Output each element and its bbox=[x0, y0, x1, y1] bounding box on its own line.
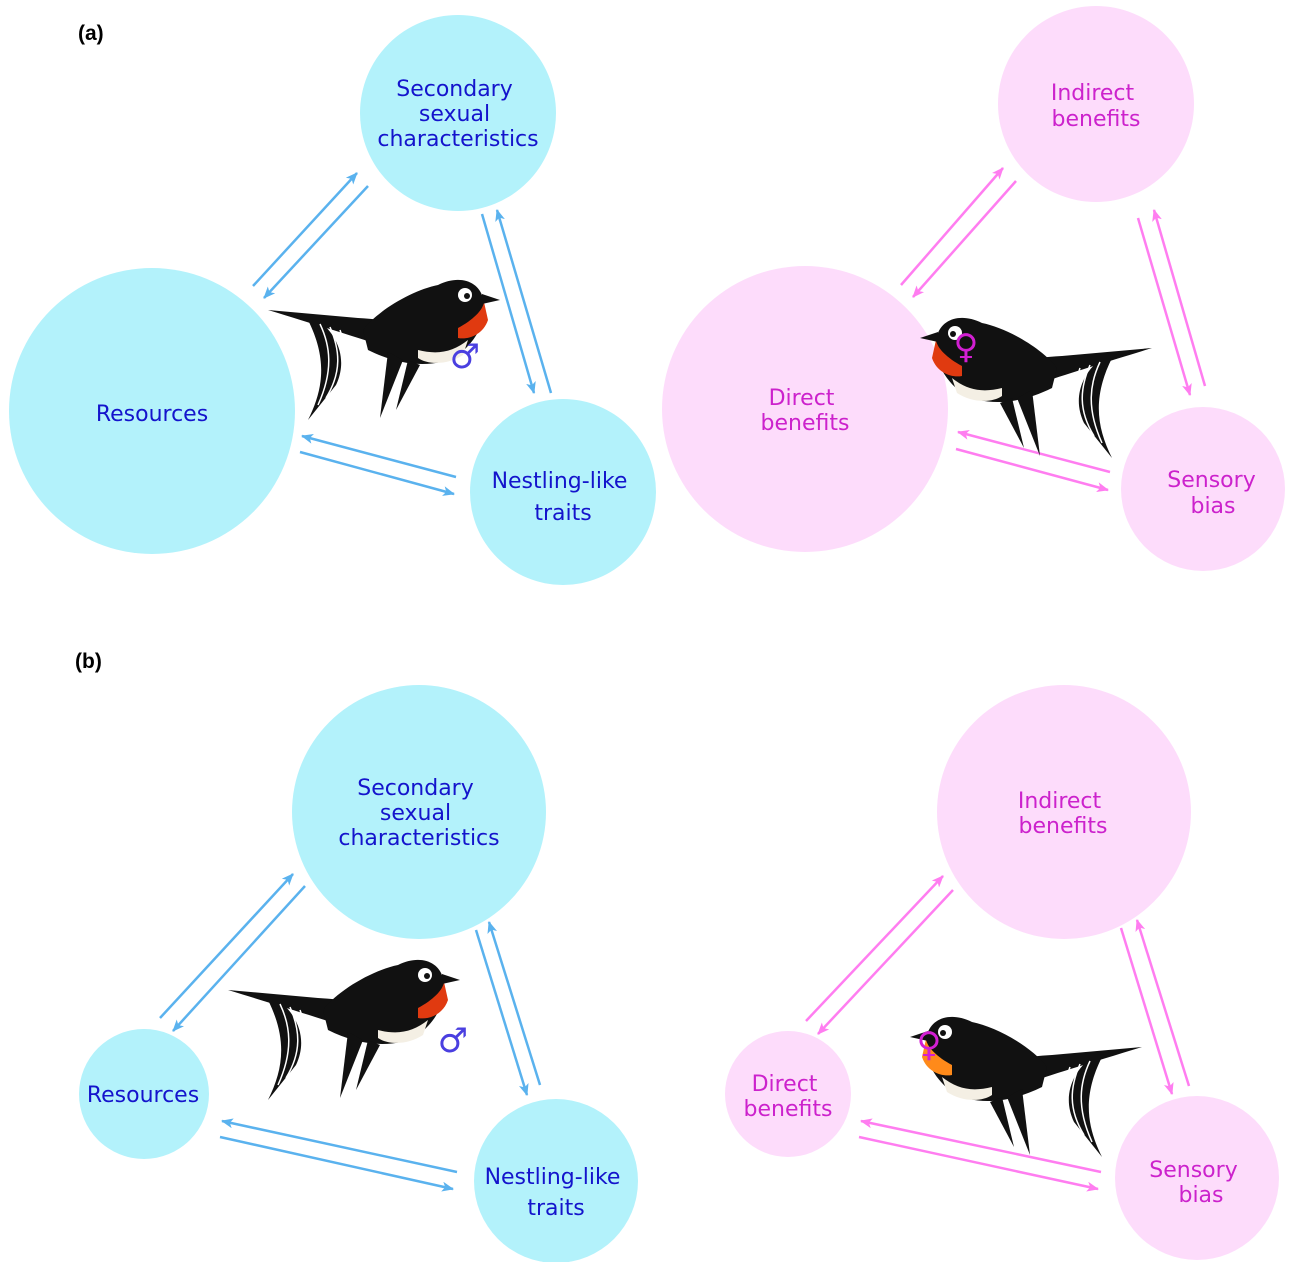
arrow-resources-to-secondary bbox=[252, 172, 358, 287]
arrow-sensory-to-direct bbox=[957, 429, 1111, 474]
node-direct-benefits bbox=[725, 1031, 851, 1157]
arrow-sensory-to-direct bbox=[860, 1118, 1102, 1174]
label-secondary-sexual-characteristics: Secondary sexual characteristics bbox=[377, 77, 538, 152]
label-indirect-benefits: Indirect benefits bbox=[1051, 81, 1141, 132]
female-symbol-icon: ♀ bbox=[917, 1025, 942, 1065]
node-sensory-bias bbox=[1115, 1096, 1279, 1260]
node-resources bbox=[9, 268, 295, 554]
label-nestling-like-traits: Nestling-like traits bbox=[492, 469, 635, 526]
panel-label-b: (b) bbox=[75, 650, 102, 673]
node-nestling-like-traits bbox=[470, 399, 656, 585]
arrow-nestling-to-resources bbox=[221, 1118, 458, 1174]
arrow-nestling-to-resources bbox=[301, 433, 457, 479]
arrow-secondary-to-resources bbox=[172, 885, 306, 1032]
node-resources bbox=[79, 1029, 209, 1159]
arrow-resources-to-secondary bbox=[159, 873, 294, 1019]
node-secondary-sexual-characteristics bbox=[292, 685, 546, 939]
node-secondary-sexual-characteristics bbox=[360, 15, 556, 211]
arrow-secondary-to-nestling bbox=[480, 213, 536, 394]
node-sensory-bias bbox=[1121, 407, 1285, 571]
label-direct-benefits: Direct benefits bbox=[761, 386, 850, 436]
label-indirect-benefits: Indirect benefits bbox=[1018, 789, 1108, 839]
arrow-direct-to-sensory bbox=[955, 447, 1109, 492]
panel-b-male-group: Secondary sexual characteristics Resourc… bbox=[79, 685, 638, 1262]
node-indirect-benefits bbox=[998, 6, 1194, 202]
node-nestling-like-traits bbox=[474, 1099, 638, 1262]
arrow-nestling-to-secondary bbox=[495, 209, 553, 394]
swallow-female-icon bbox=[909, 1016, 1143, 1158]
label-sensory-bias: Sensory bias bbox=[1149, 1158, 1244, 1208]
panel-a-female-group: Indirect benefits Direct benefits Sensor… bbox=[662, 6, 1285, 571]
panel-label-a: (a) bbox=[78, 22, 104, 45]
panel-b-female-group: Indirect benefits Direct benefits Sensor… bbox=[725, 685, 1279, 1260]
arrow-secondary-to-resources bbox=[263, 185, 369, 299]
arrow-direct-to-indirect bbox=[805, 875, 944, 1022]
label-sensory-bias: Sensory bias bbox=[1167, 468, 1262, 519]
arrow-sensory-to-indirect bbox=[1135, 919, 1191, 1087]
arrow-direct-to-indirect bbox=[900, 167, 1004, 286]
arrow-resources-to-nestling bbox=[299, 450, 455, 496]
arrow-resources-to-nestling bbox=[219, 1135, 454, 1192]
panel-a-male-group: Secondary sexual characteristics Resourc… bbox=[9, 15, 656, 585]
arrow-indirect-to-direct bbox=[912, 180, 1017, 298]
label-secondary-sexual-characteristics: Secondary sexual characteristics bbox=[338, 776, 499, 851]
node-indirect-benefits bbox=[937, 685, 1191, 939]
arrow-secondary-to-nestling bbox=[474, 929, 529, 1096]
arrow-sensory-to-indirect bbox=[1152, 209, 1207, 387]
arrow-indirect-to-direct bbox=[817, 889, 954, 1035]
arrow-nestling-to-secondary bbox=[487, 921, 542, 1086]
male-symbol-icon: ♂ bbox=[450, 337, 480, 377]
arrow-indirect-to-sensory bbox=[1119, 927, 1174, 1095]
female-symbol-icon: ♀ bbox=[954, 327, 979, 367]
label-resources: Resources bbox=[87, 1083, 199, 1108]
male-symbol-icon: ♂ bbox=[438, 1021, 468, 1061]
arrow-direct-to-sensory bbox=[858, 1135, 1099, 1192]
label-resources: Resources bbox=[96, 402, 208, 427]
label-direct-benefits: Direct benefits bbox=[744, 1072, 833, 1122]
node-direct-benefits bbox=[662, 266, 948, 552]
swallow-male-icon bbox=[227, 959, 461, 1101]
arrow-indirect-to-sensory bbox=[1136, 217, 1192, 396]
label-nestling-like-traits: Nestling-like traits bbox=[485, 1165, 628, 1221]
